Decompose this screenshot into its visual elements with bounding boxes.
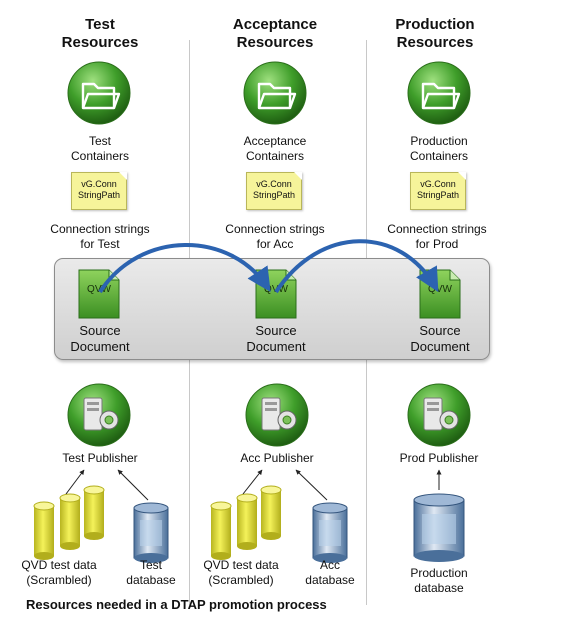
- feed-arrow-db-acc: [295, 469, 328, 501]
- connection-label-acceptance: Connection strings for Acc: [225, 222, 325, 251]
- connection-string-note-production: vG.Conn StringPath: [410, 172, 466, 210]
- column-header-test: Test Resources: [61, 16, 139, 51]
- publisher-label-test: Test Publisher: [62, 451, 138, 465]
- promotion-arrow-test-to-acc: [98, 243, 271, 294]
- publisher-server-icon: [407, 383, 471, 447]
- database-label-test: Test database: [126, 558, 176, 587]
- database-icon: [413, 493, 465, 562]
- containers-label-acceptance: Acceptance Containers: [243, 134, 307, 163]
- database-icon: [133, 502, 169, 563]
- source-label-test: Source Document: [70, 323, 130, 354]
- database-icon: [312, 502, 348, 563]
- folder-icon: [67, 61, 131, 125]
- containers-label-production: Production Containers: [409, 134, 469, 163]
- folder-icon: [243, 61, 307, 125]
- folder-icon: [407, 61, 471, 125]
- connection-string-note-test: vG.Conn StringPath: [71, 172, 127, 210]
- qvw-label: QVW: [87, 284, 111, 295]
- connection-string-note-acceptance: vG.Conn StringPath: [246, 172, 302, 210]
- qvd-label-acceptance: QVD test data (Scrambled): [203, 558, 279, 587]
- containers-label-test: Test Containers: [70, 134, 130, 163]
- publisher-server-icon: [245, 383, 309, 447]
- qvd-data-cylinders-test: [33, 485, 105, 560]
- note-text: vG.Conn StringPath: [416, 179, 460, 200]
- feed-arrow-db-test: [117, 469, 149, 501]
- promotion-arrow-acc-to-prod: [274, 239, 439, 294]
- publisher-label-acceptance: Acc Publisher: [240, 451, 314, 465]
- database-label-acceptance: Acc database: [305, 558, 355, 587]
- publisher-label-production: Prod Publisher: [399, 451, 479, 465]
- qvd-data-cylinders-acceptance: [210, 485, 282, 560]
- note-text: vG.Conn StringPath: [252, 179, 296, 200]
- source-label-production: Source Document: [410, 323, 470, 354]
- qvd-label-test: QVD test data (Scrambled): [21, 558, 97, 587]
- connection-label-production: Connection strings for Prod: [387, 222, 487, 251]
- database-label-production: Production database: [410, 566, 468, 595]
- source-label-acceptance: Source Document: [246, 323, 306, 354]
- connection-label-test: Connection strings for Test: [50, 222, 150, 251]
- feed-arrow-qvd-test: [65, 469, 85, 495]
- column-header-acceptance: Acceptance Resources: [232, 16, 318, 51]
- qvw-label: QVW: [428, 284, 452, 295]
- publisher-server-icon: [67, 383, 131, 447]
- diagram-caption: Resources needed in a DTAP promotion pro…: [26, 597, 327, 612]
- column-header-production: Production Resources: [395, 16, 475, 51]
- note-text: vG.Conn StringPath: [77, 179, 121, 200]
- feed-arrow-qvd-acc: [242, 469, 263, 495]
